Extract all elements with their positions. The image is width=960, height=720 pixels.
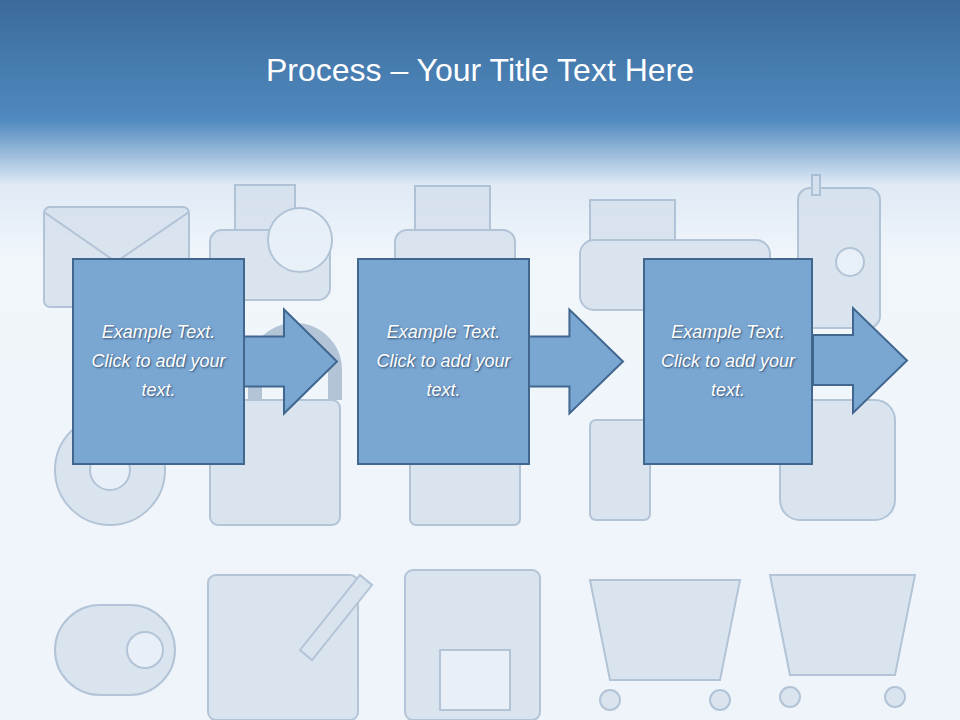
process-arrow: [813, 308, 907, 413]
process-arrow: [244, 310, 337, 414]
process-box: Example Text. Click to add your text.: [72, 258, 245, 465]
box-text: Example Text. Click to add your text.: [369, 318, 518, 405]
box-text: Example Text. Click to add your text.: [84, 318, 233, 405]
box-text: Example Text. Click to add your text.: [655, 318, 801, 405]
slide-title: Process – Your Title Text Here: [0, 52, 960, 89]
process-box: Example Text. Click to add your text.: [643, 258, 813, 465]
process-arrow: [529, 310, 623, 414]
process-box: Example Text. Click to add your text.: [357, 258, 530, 465]
